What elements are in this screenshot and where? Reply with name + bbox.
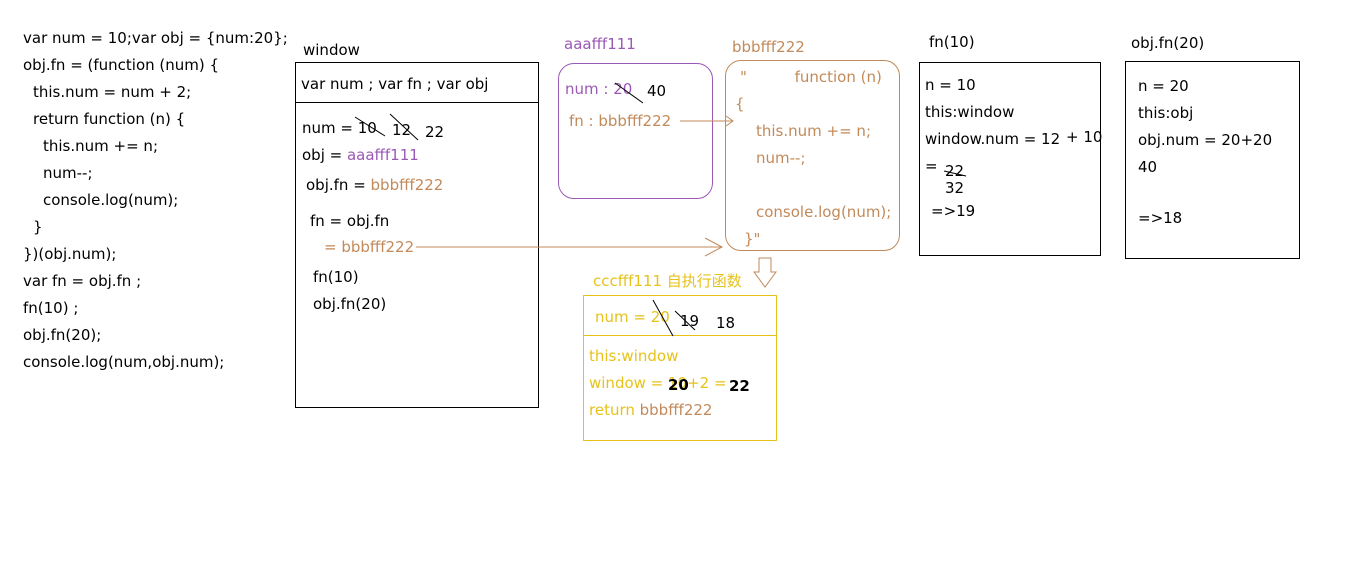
fn10-line-3-add: + 10 (1066, 128, 1103, 146)
scope-c-num-old: 20 (650, 308, 670, 326)
fn10-box (919, 62, 1101, 256)
code-line: obj.fn = (function (num) { (23, 56, 220, 74)
heap-b-title: bbbfff222 (732, 38, 805, 56)
scope-c-window-struck: 10 (668, 374, 688, 392)
window-obj-row: obj = aaafff111 (302, 146, 419, 164)
num-label: num = (302, 119, 358, 137)
fn10-title: fn(10) (929, 33, 975, 51)
fn-assign: fn = obj.fn (310, 212, 390, 230)
scope-c-window-label: window = (589, 374, 669, 392)
scope-c-this: this:window (589, 347, 679, 365)
code-line: this.num = num + 2; (33, 83, 192, 101)
obj-value: aaafff111 (346, 146, 419, 164)
window-scope-box (295, 62, 539, 408)
code-line: console.log(num,obj.num); (23, 353, 225, 371)
scope-c-window-mid: +2 = (687, 374, 727, 392)
obj-label: obj = (302, 146, 347, 164)
window-objfn-row: obj.fn = bbbfff222 (306, 176, 443, 194)
objfn20-line-2: this:obj (1138, 104, 1194, 122)
objfn20-title: obj.fn(20) (1131, 34, 1205, 52)
heap-b-line-4: num--; (756, 149, 806, 167)
objfn20-box (1125, 61, 1300, 259)
num-value-2: 12 (392, 121, 412, 139)
fn10-line-4-struck: 22 (945, 162, 965, 180)
heap-b-line-5: console.log(num); (756, 203, 892, 221)
heap-a-fn: fn : bbbfff222 (569, 112, 672, 130)
window-header: var num ; var fn ; var obj (301, 75, 489, 93)
heap-a-title: aaafff111 (564, 35, 636, 53)
fn10-line-4-new: 32 (945, 179, 965, 197)
heap-b-box (725, 60, 900, 251)
heap-a-num-label: num : (565, 80, 614, 98)
scope-c-return-label: return (589, 401, 640, 419)
heap-a-num: num : 20 (565, 80, 632, 98)
objfn-value: bbbfff222 (370, 176, 444, 194)
objfn20-line-3: obj.num = 20+20 (1138, 131, 1273, 149)
window-divider (295, 102, 539, 103)
code-line: obj.fn(20); (23, 326, 102, 344)
code-line: fn(10) ; (23, 299, 79, 317)
fn10-line-3-label: window.num = (925, 130, 1042, 148)
scope-c-num: num = 20 (595, 308, 670, 326)
scope-c-box (583, 295, 777, 441)
scope-c-window-over-1: 20 (668, 376, 689, 394)
code-line: })(obj.num); (23, 245, 117, 263)
heap-b-line-3: this.num += n; (756, 122, 871, 140)
scope-c-window: window = 10+2 = (589, 374, 727, 392)
num-value-3: 22 (425, 123, 445, 141)
fn10-line-2: this:window (925, 103, 1015, 121)
code-line: console.log(num); (43, 191, 179, 209)
scope-c-title: cccfff111 自执行函数 (593, 272, 742, 290)
scope-c-return-value: bbbfff222 (639, 401, 713, 419)
call-objfn20: obj.fn(20) (313, 295, 387, 313)
objfn20-line-1: n = 20 (1138, 77, 1189, 95)
window-title: window (303, 41, 360, 59)
heap-a-num-old: 20 (613, 80, 633, 98)
fn10-line-4-eq: = (925, 157, 938, 175)
scope-c-num-v3: 18 (716, 314, 736, 332)
window-num-row: num = 10 (302, 119, 377, 137)
code-line: } (33, 218, 43, 236)
fn10-line-1: n = 10 (925, 76, 976, 94)
fn10-line-5: =>19 (931, 202, 976, 220)
fn10-line-3: window.num = 12 (925, 130, 1060, 148)
fn-value: = bbbfff222 (324, 238, 415, 256)
code-line: return function (n) { (33, 110, 186, 128)
scope-c-num-label: num = (595, 308, 651, 326)
scope-c-window-over-2: 22 (729, 377, 750, 395)
scope-c-return: return bbbfff222 (589, 401, 712, 419)
code-line: var fn = obj.fn ; (23, 272, 142, 290)
heap-b-line-6: }" (744, 230, 761, 248)
scope-c-num-v2: 19 (680, 312, 700, 330)
objfn20-line-5: =>18 (1138, 209, 1183, 227)
scope-c-divider (583, 335, 777, 336)
code-line: this.num += n; (43, 137, 158, 155)
code-line: num--; (43, 164, 93, 182)
num-value-1: 10 (357, 119, 377, 137)
fn10-line-3-value: 12 (1041, 130, 1061, 148)
heap-b-line-1: " function (n) (740, 68, 882, 86)
objfn20-line-4: 40 (1138, 158, 1158, 176)
down-arrow-icon (753, 257, 777, 288)
heap-a-box (558, 63, 713, 199)
objfn-label: obj.fn = (306, 176, 371, 194)
code-line: var num = 10;var obj = {num:20}; (23, 29, 288, 47)
heap-b-line-2: { (735, 95, 745, 113)
call-fn10: fn(10) (313, 268, 359, 286)
heap-a-num-new: 40 (647, 82, 667, 100)
